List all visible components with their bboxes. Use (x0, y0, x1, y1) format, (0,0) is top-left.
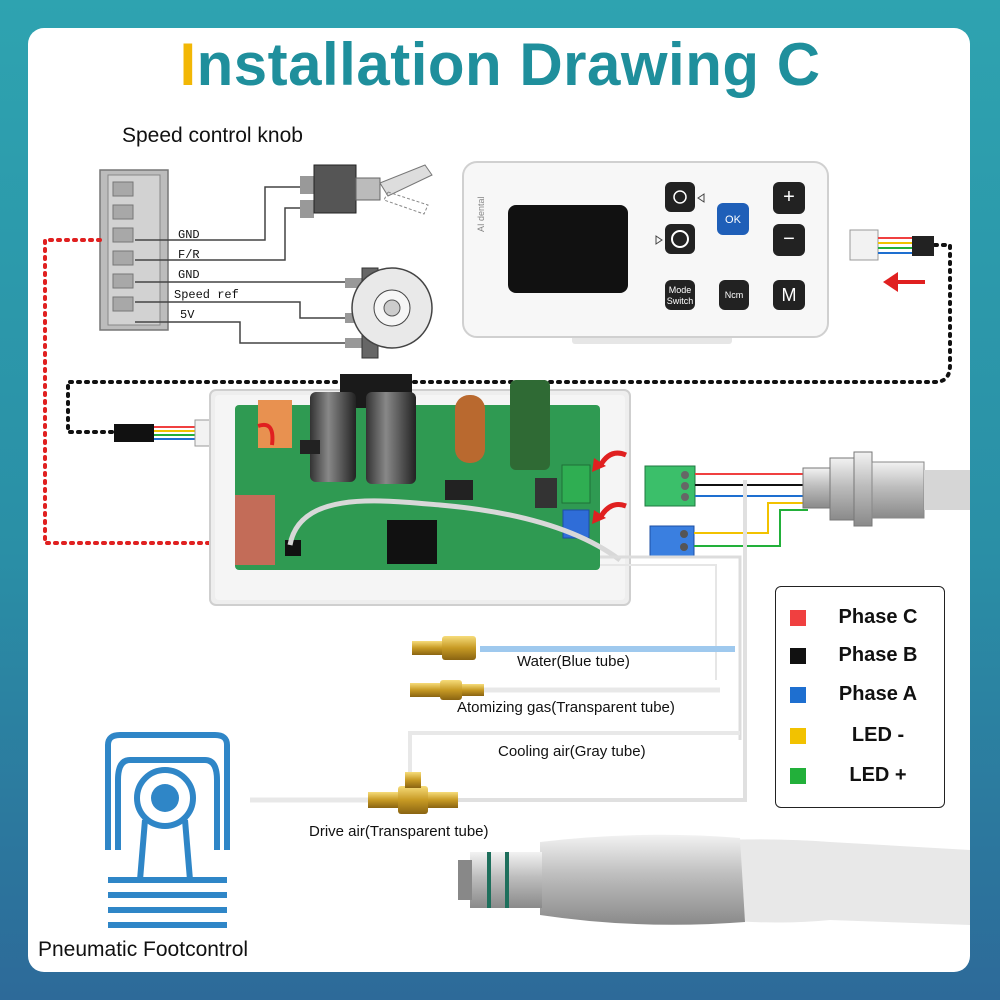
controller-cable-dotted (66, 243, 952, 434)
legend-row-led-plus: LED + (776, 760, 944, 790)
mode-button-line1[interactable]: Mode (668, 285, 692, 295)
title-first-letter: I (179, 31, 197, 98)
legend-row-phase-c: Phase C (776, 602, 944, 632)
footcontrol-label: Pneumatic Footcontrol (38, 938, 249, 961)
red-arrowhead-blue-terminal (592, 510, 606, 524)
m-button[interactable]: M (781, 285, 797, 305)
legend-row-phase-a: Phase A (776, 679, 944, 709)
brand-label: AI dental (476, 196, 486, 232)
legend-label: LED - (851, 724, 905, 746)
water-tube-label: Water(Blue tube) (517, 653, 630, 670)
red-arrow-board-left (257, 422, 275, 446)
atomizing-tube-label: Atomizing gas(Transparent tube) (457, 699, 675, 716)
control-panel-device (462, 161, 829, 344)
atomizing-fitting (410, 680, 484, 700)
legend-label: Phase A (838, 683, 918, 705)
page-title: Installation Drawing C (0, 30, 1000, 99)
pin-label-speed-ref: Speed ref (174, 288, 239, 302)
legend-swatch-green (790, 768, 806, 784)
toggle-switch (300, 164, 433, 218)
knob-connector (99, 169, 169, 331)
legend-swatch-blue (790, 687, 806, 703)
legend-row-led-minus: LED - (776, 720, 944, 750)
circuit-board (209, 374, 631, 606)
controller-connector (849, 229, 934, 261)
knob-cable-dotted (43, 238, 242, 545)
footcontrol-illustration (105, 732, 230, 928)
potentiometer (345, 267, 433, 359)
minus-button[interactable]: − (783, 228, 795, 250)
pin-label-5v: 5V (180, 308, 195, 322)
blue-terminal-block (649, 525, 695, 557)
pin-label-fr: F/R (178, 248, 200, 262)
handpiece-motor (458, 834, 970, 925)
wire-color-legend: Phase C Phase B Phase A LED - LED + (775, 586, 945, 808)
plus-button[interactable]: + (783, 186, 795, 208)
knob-wires (135, 186, 345, 344)
legend-row-phase-b: Phase B (776, 640, 944, 670)
pin-label-gnd-2: GND (178, 268, 200, 282)
cooling-tube-label: Cooling air(Gray tube) (498, 743, 646, 760)
drive-tube-label: Drive air(Transparent tube) (309, 823, 489, 840)
legend-swatch-red (790, 610, 806, 626)
phase-wires (694, 473, 808, 547)
pin-label-gnd-1: GND (178, 228, 200, 242)
footcontrol-center (151, 784, 179, 812)
green-terminal-block (644, 465, 696, 507)
mode-button-line2[interactable]: Switch (666, 296, 694, 306)
legend-label: Phase C (838, 606, 918, 628)
drive-air-tee-fitting (368, 772, 458, 814)
legend-swatch-yellow (790, 728, 806, 744)
legend-swatch-black (790, 648, 806, 664)
red-arrowhead-controller (883, 272, 898, 292)
ok-button[interactable]: OK (725, 214, 741, 226)
board-cable-end (114, 419, 220, 447)
legend-label: LED + (849, 764, 907, 786)
knob-label: Speed control knob (122, 124, 303, 147)
water-fitting (412, 636, 476, 660)
red-arrowhead-green-terminal (592, 458, 606, 472)
air-water-tubes (250, 480, 747, 803)
handpiece-connector-nut (802, 451, 970, 527)
legend-label: Phase B (838, 644, 918, 666)
title-rest: nstallation Drawing C (196, 31, 821, 98)
ncm-button[interactable]: Ncm (724, 290, 744, 300)
